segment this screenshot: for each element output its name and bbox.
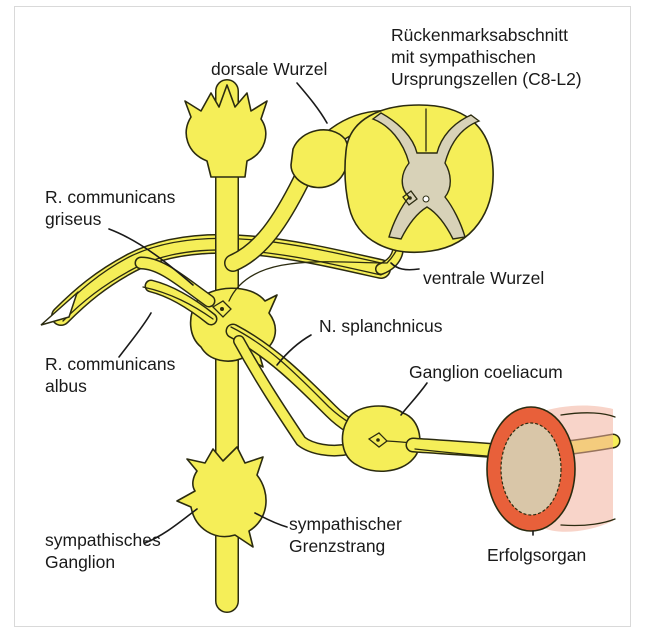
- label-sympathetic-trunk: sympathischer Grenzstrang: [289, 513, 402, 557]
- label-spinal-segment: Rückenmarksabschnitt mit sympathischen U…: [391, 24, 582, 90]
- label-sympathetic-ganglion: sympathisches Ganglion: [45, 529, 161, 573]
- label-r-communicans-griseus: R. communicans griseus: [45, 186, 175, 230]
- figure-frame: Rückenmarksabschnitt mit sympathischen U…: [14, 6, 631, 627]
- label-n-splanchnicus: N. splanchnicus: [319, 315, 443, 337]
- label-ganglion-coeliacum: Ganglion coeliacum: [409, 361, 563, 383]
- label-ventral-root: ventrale Wurzel: [423, 267, 544, 289]
- label-r-communicans-albus: R. communicans albus: [45, 353, 175, 397]
- nerve-arrow-icon: [41, 293, 77, 325]
- upper-sympathetic-ganglion: [185, 85, 267, 177]
- spinal-cord-section: [345, 105, 493, 252]
- label-target-organ: Erfolgsorgan: [487, 544, 586, 566]
- label-dorsal-root: dorsale Wurzel: [211, 58, 327, 80]
- target-organ: [487, 406, 615, 532]
- lower-sympathetic-ganglion: [177, 447, 266, 547]
